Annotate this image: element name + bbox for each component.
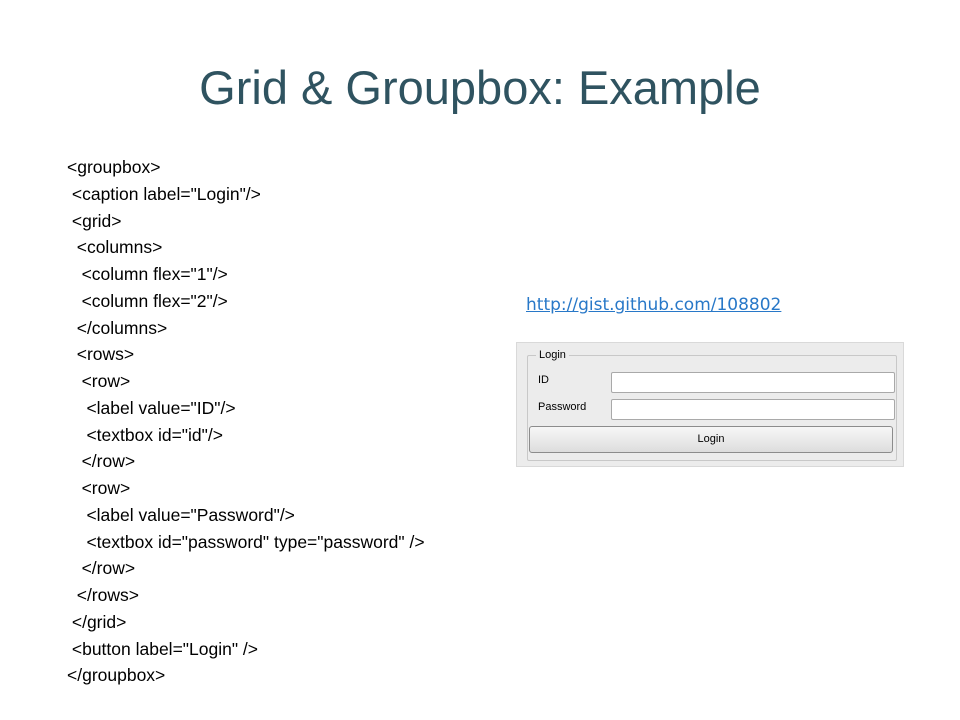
id-label: ID — [538, 374, 549, 386]
code-line: <caption label="Login"/> — [67, 183, 261, 204]
code-line: <textbox id="password" type="password" /… — [67, 531, 425, 552]
code-line: <columns> — [67, 237, 163, 258]
code-line: <row> — [67, 371, 131, 391]
code-line: </rows> — [67, 585, 139, 605]
password-textbox[interactable] — [611, 399, 895, 420]
code-line: <grid> — [67, 210, 122, 231]
code-line: <rows> — [67, 344, 135, 365]
code-line: </row> — [67, 558, 136, 579]
login-preview-screenshot: Login ID Password Login — [516, 342, 904, 467]
code-line: <label value="Password"/> — [67, 504, 295, 525]
code-line: <textbox id="id"/> — [67, 424, 223, 445]
code-line: <groupbox> — [67, 157, 161, 177]
id-textbox[interactable] — [611, 372, 895, 393]
slide-title: Grid & Groupbox: Example — [199, 61, 761, 114]
code-line: <label value="ID"/> — [67, 397, 236, 418]
password-label: Password — [538, 401, 587, 413]
login-button[interactable]: Login — [529, 426, 893, 453]
code-line: </grid> — [67, 611, 127, 632]
gist-link[interactable]: http://gist.github.com/108802 — [526, 295, 782, 315]
code-line: <row> — [67, 478, 131, 498]
code-line: </groupbox> — [67, 665, 166, 686]
code-block: <groupbox> <caption label="Login"/> <gri… — [67, 154, 425, 689]
code-line: <column flex="1"/> — [67, 264, 228, 284]
code-line: </columns> — [67, 317, 168, 338]
groupbox-caption: Login — [536, 348, 569, 362]
login-groupbox: Login ID Password Login — [527, 348, 897, 461]
code-line: </row> — [67, 451, 136, 472]
code-line: <button label="Login" /> — [67, 638, 258, 659]
code-line: <column flex="2"/> — [67, 290, 228, 311]
